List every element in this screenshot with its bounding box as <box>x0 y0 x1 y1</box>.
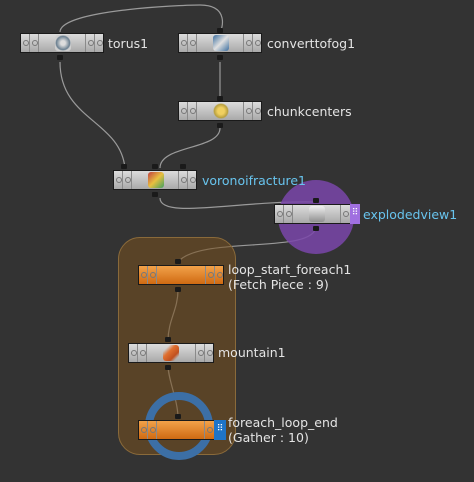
convert-fog-icon <box>213 35 229 51</box>
mountain-icon <box>163 345 179 361</box>
chunk-icon <box>213 103 229 119</box>
template-flag-active[interactable]: ⠿ <box>350 204 360 224</box>
voronoi-icon <box>148 172 164 188</box>
lock-flag[interactable] <box>284 205 293 223</box>
lock-flag[interactable] <box>148 266 157 284</box>
node-label-chunkcenters[interactable]: chunkcenters <box>267 104 352 119</box>
bypass-flag[interactable] <box>129 344 138 362</box>
node-label-torus[interactable]: torus1 <box>108 36 149 51</box>
node-label-converttofog[interactable]: converttofog1 <box>267 36 356 51</box>
bypass-flag[interactable] <box>139 266 148 284</box>
node-converttofog[interactable] <box>178 33 262 53</box>
display-flag[interactable] <box>94 34 103 52</box>
wire-torus-to-converttofog <box>59 4 224 33</box>
input-connector-3[interactable] <box>180 164 186 169</box>
node-label-mountain[interactable]: mountain1 <box>218 345 286 360</box>
input-connector[interactable] <box>175 259 181 264</box>
output-connector[interactable] <box>217 55 223 60</box>
node-label-loop-end[interactable]: foreach_loop_end <box>228 415 338 430</box>
node-voronoifracture[interactable] <box>113 170 197 190</box>
lock-flag[interactable] <box>138 344 147 362</box>
bypass-flag[interactable] <box>179 34 188 52</box>
input-connector[interactable] <box>217 28 223 33</box>
template-flag[interactable] <box>204 421 213 439</box>
explode-icon <box>309 206 325 222</box>
lock-flag[interactable] <box>148 421 157 439</box>
node-label-explodedview[interactable]: explodedview1 <box>363 207 458 222</box>
lock-flag[interactable] <box>123 171 132 189</box>
bypass-flag[interactable] <box>139 421 148 439</box>
lock-flag[interactable] <box>188 102 197 120</box>
input-connector-2[interactable] <box>152 164 158 169</box>
node-explodedview[interactable]: ⠿ <box>274 204 360 224</box>
node-info-loop-end: (Gather : 10) <box>228 430 309 445</box>
torus-icon <box>55 35 71 51</box>
template-flag[interactable] <box>85 34 94 52</box>
output-connector[interactable] <box>165 365 171 370</box>
display-flag[interactable] <box>252 102 261 120</box>
input-connector[interactable] <box>165 337 171 342</box>
display-flag-active[interactable]: ⠿ <box>214 420 226 440</box>
node-loop-end[interactable]: ⠿ <box>138 420 226 440</box>
bypass-flag[interactable] <box>179 102 188 120</box>
input-connector-1[interactable] <box>121 164 127 169</box>
node-chunkcenters[interactable] <box>178 101 262 121</box>
node-label-voronoifracture[interactable]: voronoifracture1 <box>202 173 307 188</box>
wire-chunkcenters-to-voronoi <box>159 127 221 169</box>
input-connector[interactable] <box>217 96 223 101</box>
bypass-flag[interactable] <box>275 205 284 223</box>
node-mountain[interactable] <box>128 343 214 363</box>
template-flag[interactable] <box>340 205 349 223</box>
display-flag[interactable] <box>252 34 261 52</box>
lock-flag[interactable] <box>30 34 39 52</box>
input-connector[interactable] <box>175 414 181 419</box>
display-flag[interactable] <box>187 171 196 189</box>
bypass-flag[interactable] <box>21 34 30 52</box>
wire-torus-to-voronoi <box>59 61 126 169</box>
output-connector[interactable] <box>152 192 158 197</box>
input-connector[interactable] <box>313 198 319 203</box>
display-flag[interactable] <box>214 266 223 284</box>
output-connector[interactable] <box>175 287 181 292</box>
node-info-loop-start: (Fetch Piece : 9) <box>228 277 329 292</box>
template-flag[interactable] <box>205 266 214 284</box>
lock-flag[interactable] <box>188 34 197 52</box>
node-label-loop-start[interactable]: loop_start_foreach1 <box>228 262 352 277</box>
output-connector[interactable] <box>217 123 223 128</box>
output-connector[interactable] <box>313 226 319 231</box>
node-loop-start[interactable] <box>138 265 224 285</box>
template-flag[interactable] <box>243 102 252 120</box>
display-flag[interactable] <box>204 344 213 362</box>
template-flag[interactable] <box>243 34 252 52</box>
template-flag[interactable] <box>178 171 187 189</box>
output-connector[interactable] <box>57 55 63 60</box>
bypass-flag[interactable] <box>114 171 123 189</box>
node-torus[interactable] <box>20 33 104 53</box>
template-flag[interactable] <box>195 344 204 362</box>
